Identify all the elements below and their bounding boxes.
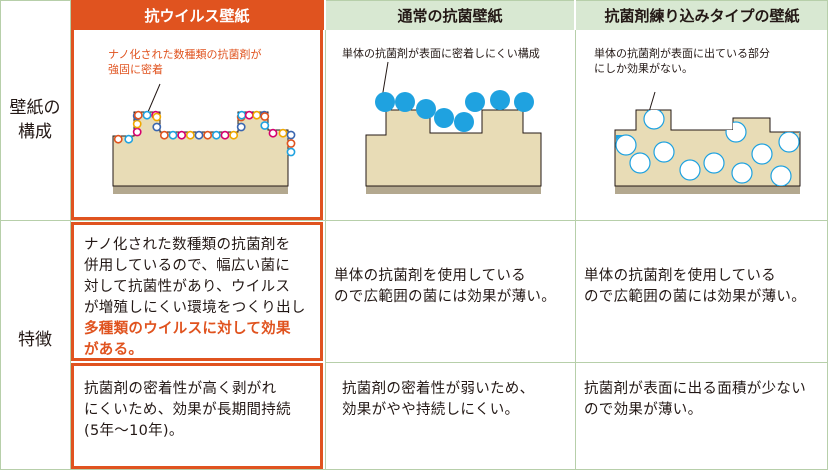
grid-line: [0, 0, 70, 1]
feature-line: 単体の抗菌剤を使用している: [584, 268, 776, 284]
annotation-antiviral: ナノ化された数種類の抗菌剤が 強固に密着: [108, 47, 261, 77]
feature-line: ので広範囲の菌には効果が薄い。: [334, 289, 556, 305]
feature-standard-b: 抗菌剤の密着性が弱いため、 効果がやや持続しにくい。: [342, 379, 534, 421]
annotation-standard: 単体の抗菌剤が表面に密着しにくい構成: [342, 47, 540, 60]
nano-particle: [260, 121, 270, 130]
nano-particle: [194, 130, 204, 140]
grid-line: [575, 30, 576, 470]
header-antiviral: 抗ウイルス壁紙: [70, 0, 324, 30]
nano-particle: [185, 130, 195, 140]
header-kneaded-type: 抗菌剤練り込みタイプの壁紙: [576, 0, 828, 30]
feature-kneaded-b: 抗菌剤が表面に出る面積が少ない ので効果が薄い。: [584, 379, 806, 421]
nano-particle: [142, 110, 152, 120]
nano-particle: [177, 130, 187, 140]
feature-line: 単体の抗菌剤を使用している: [334, 268, 526, 284]
nano-particle: [159, 130, 169, 140]
nano-particle: [152, 122, 162, 132]
feature-line: ので広範囲の菌には効果が薄い。: [584, 289, 806, 305]
nano-particle: [203, 130, 213, 140]
nano-particle: [220, 130, 230, 140]
grid-line: [70, 0, 71, 470]
nano-particle: [236, 122, 246, 132]
row-label-structure: 壁紙の 構成: [0, 96, 70, 144]
feature-line: にくいため、効果が長期間持続: [84, 402, 291, 418]
nano-particle: [124, 134, 134, 144]
nano-particle: [132, 119, 142, 129]
feature-line: 効果がやや持続しにくい。: [342, 402, 520, 418]
feature-line: が増殖しにくい環境をつくり出し: [84, 300, 306, 316]
annotation-kneaded: 単体の抗菌剤が表面に出ている部分 にしか効果がない。: [594, 46, 770, 76]
feature-line: 対して抗菌性があり、ウイルス: [84, 279, 291, 295]
highlight-box-structure: [71, 30, 323, 220]
feature-antiviral-a: ナノ化された数種類の抗菌剤を 併用しているので、幅広い菌に 対して抗菌性があり、…: [84, 235, 306, 361]
row-label-line: 壁紙の: [9, 98, 61, 118]
nano-particle: [286, 139, 296, 148]
row-label-line: 構成: [18, 122, 52, 142]
nano-particle: [286, 130, 296, 140]
annotation-line: 単体の抗菌剤が表面に出ている部分: [594, 47, 770, 60]
feature-line-highlight: 多種類のウイルスに対して効果: [84, 321, 291, 337]
embedded-particles: [615, 110, 800, 186]
nano-particle: [286, 147, 296, 157]
header-standard-antibacterial: 通常の抗菌壁紙: [326, 0, 574, 30]
feature-line: ので効果が薄い。: [584, 402, 703, 418]
nano-particle: [278, 128, 288, 138]
highlight-box-features-a: [71, 222, 323, 361]
feature-line: 抗菌剤が表面に出る面積が少ない: [584, 381, 806, 397]
antibacterial-particles: [375, 90, 534, 132]
feature-line: (5年〜10年)。: [84, 423, 184, 439]
feature-line: ナノ化された数種類の抗菌剤を: [84, 237, 291, 253]
grid-line: [0, 220, 828, 221]
annotation-line: にしか効果がない。: [594, 62, 693, 75]
feature-line: 抗菌剤の密着性が高く剥がれ: [84, 381, 277, 397]
nano-particle: [211, 130, 221, 140]
feature-standard-a: 単体の抗菌剤を使用している ので広範囲の菌には効果が薄い。: [334, 266, 556, 308]
grid-line: [325, 362, 828, 363]
nano-particle: [229, 130, 239, 140]
feature-antiviral-b: 抗菌剤の密着性が高く剥がれ にくいため、効果が長期間持続 (5年〜10年)。: [84, 379, 291, 442]
feature-line: 併用しているので、幅広い菌に: [84, 258, 291, 274]
row-label-features: 特徴: [18, 330, 52, 350]
nano-particle: [168, 130, 178, 140]
annotation-line: ナノ化された数種類の抗菌剤が: [108, 48, 262, 61]
nano-particle: [268, 128, 278, 138]
highlight-box-features-b: [71, 363, 323, 469]
nano-particle: [260, 112, 270, 121]
feature-kneaded-a: 単体の抗菌剤を使用している ので広範囲の菌には効果が薄い。: [584, 266, 806, 308]
grid-line: [325, 30, 326, 470]
feature-line-highlight: がある。: [84, 342, 144, 358]
grid-line: [0, 0, 1, 470]
nano-particle: [113, 134, 123, 144]
feature-line: 抗菌剤の密着性が弱いため、: [342, 381, 535, 397]
annotation-line: 強固に密着: [108, 63, 163, 76]
nano-particle: [133, 110, 143, 120]
nano-particle: [152, 112, 162, 122]
